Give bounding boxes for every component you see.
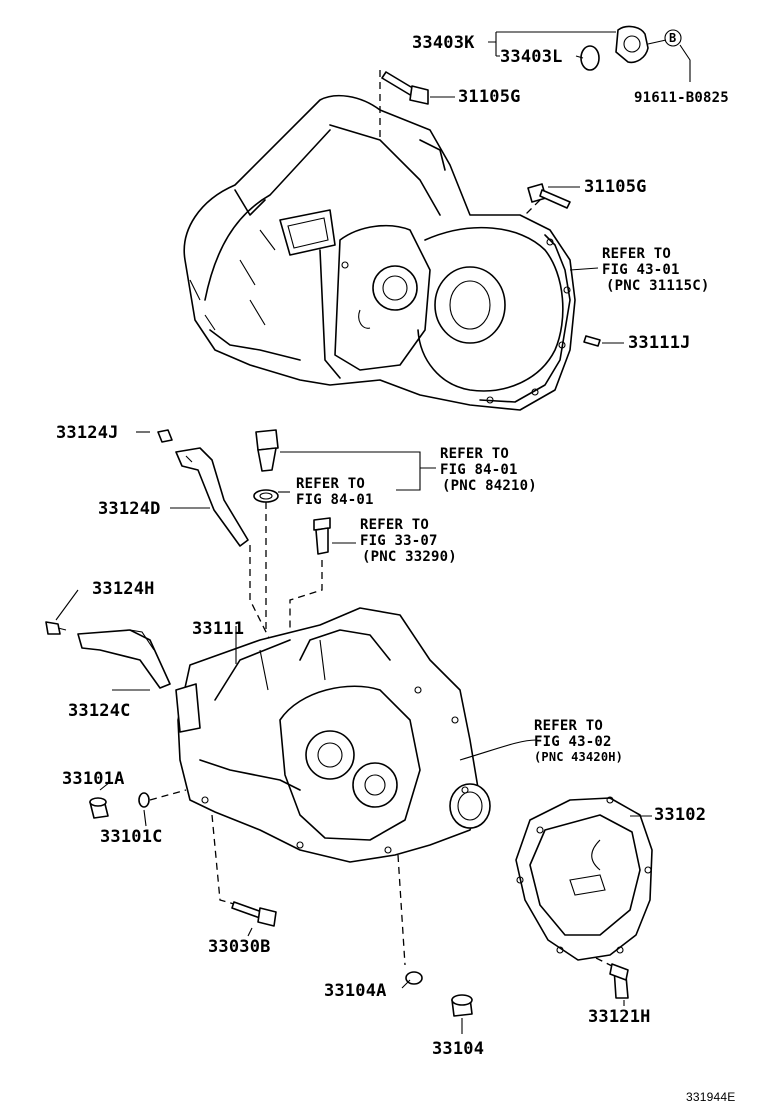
label-33124h: 33124H xyxy=(92,579,155,599)
ref-line1: REFER TO xyxy=(534,718,604,734)
ref-fig-84-01-b: REFER TO FIG 84-01 xyxy=(296,476,374,508)
ref-line3: (PNC 33290) xyxy=(362,549,457,565)
label-33111j: 33111J xyxy=(628,333,691,353)
label-33124j: 33124J xyxy=(56,423,119,443)
drain-plug-33101a xyxy=(89,781,111,819)
ref-line3: (PNC 43420H) xyxy=(534,750,624,764)
bracket-33124c xyxy=(45,589,171,691)
bolt-33403k-leader xyxy=(488,31,616,59)
pin-33111j xyxy=(583,335,624,347)
speed-sensor xyxy=(253,429,436,630)
ref-line3: (PNC 31115C) xyxy=(606,278,710,294)
ref-fig-43-01: REFER TO FIG 43-01 (PNC 31115C) xyxy=(602,246,710,294)
bolt-31105g-top xyxy=(379,70,455,140)
bolt-31105g-right xyxy=(524,183,580,216)
label-b: B xyxy=(669,31,677,45)
label-33124c: 33124C xyxy=(68,701,131,721)
gasket-33101c xyxy=(138,789,187,827)
reference-b-circle xyxy=(664,29,682,47)
plug-33290 xyxy=(289,517,356,630)
ref-line3: (PNC 84210) xyxy=(442,478,537,494)
ref-line2: FIG 84-01 xyxy=(440,462,518,478)
ref-line1: REFER TO xyxy=(440,446,510,462)
ref-fig-33-07: REFER TO FIG 33-07 (PNC 33290) xyxy=(360,517,457,565)
label-33124d: 33124D xyxy=(98,499,161,519)
plug-33104 xyxy=(451,994,473,1034)
ref-line2: FIG 33-07 xyxy=(360,533,438,549)
ref-line1: REFER TO xyxy=(602,246,672,262)
release-bearing-assembly xyxy=(580,25,649,71)
bolt-33030b xyxy=(211,814,277,937)
transaxle-housing-upper xyxy=(183,94,576,411)
label-33121h: 33121H xyxy=(588,1007,651,1027)
clip-91611-leader xyxy=(647,39,691,82)
leader-ref-43-01 xyxy=(569,267,599,271)
label-33111: 33111 xyxy=(192,619,245,639)
ref-fig-84-01-a: REFER TO FIG 84-01 (PNC 84210) xyxy=(440,446,537,494)
label-33403k: 33403K xyxy=(412,33,475,53)
shift-lever-bracket xyxy=(136,429,271,641)
ref-line1: REFER TO xyxy=(296,476,366,492)
label-33101a: 33101A xyxy=(62,769,125,789)
case-cover-33102 xyxy=(515,796,653,961)
label-31105g-top: 31105G xyxy=(458,87,521,107)
ref-line2: FIG 43-01 xyxy=(602,262,680,278)
label-33102: 33102 xyxy=(654,805,707,825)
label-33101c: 33101C xyxy=(100,827,163,847)
label-33030b: 33030B xyxy=(208,937,271,957)
ref-line2: FIG 43-02 xyxy=(534,734,612,750)
ref-line1: REFER TO xyxy=(360,517,430,533)
bolt-33121h xyxy=(595,957,629,1006)
transaxle-case-lower xyxy=(175,607,537,863)
label-33104a: 33104A xyxy=(324,981,387,1001)
label-31105g-right: 31105G xyxy=(584,177,647,197)
figure-number: 331944E xyxy=(686,1090,736,1104)
ref-fig-43-02: REFER TO FIG 43-02 (PNC 43420H) xyxy=(534,718,623,764)
ref-line2: FIG 84-01 xyxy=(296,492,374,508)
plug-33104a xyxy=(397,854,423,989)
label-33104: 33104 xyxy=(432,1039,485,1059)
label-91611-b0825: 91611-B0825 xyxy=(634,90,729,106)
label-33403l: 33403L xyxy=(500,47,563,67)
